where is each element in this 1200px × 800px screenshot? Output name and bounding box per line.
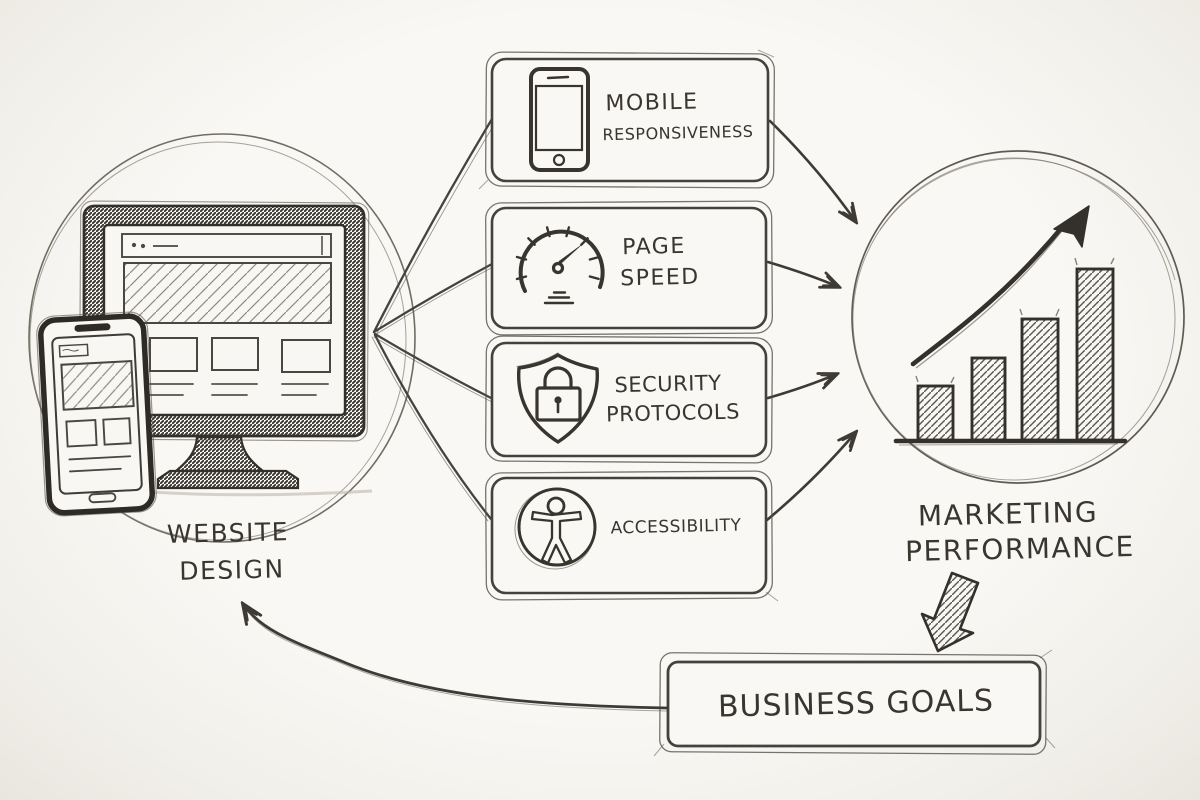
label-mobile-line2: RESPONSIVENESS bbox=[602, 121, 754, 145]
marketing-performance-circle bbox=[851, 150, 1185, 484]
factor-box-page-speed bbox=[485, 200, 773, 336]
label-security-line1: SECURITY bbox=[614, 370, 722, 398]
accessibility-person-icon bbox=[514, 487, 597, 570]
label-pagespeed-line1: PAGE bbox=[621, 233, 687, 261]
desktop-monitor-sketch bbox=[78, 200, 373, 497]
edge-goals-to-website bbox=[243, 604, 669, 712]
website-design-node bbox=[28, 133, 416, 543]
growth-arrow bbox=[910, 205, 1090, 369]
label-website-design-line1: WEBSITE bbox=[166, 517, 290, 549]
factor-box-accessibility bbox=[485, 470, 779, 602]
label-website-design-line2: DESIGN bbox=[178, 554, 286, 586]
shield-lock-icon bbox=[516, 352, 599, 444]
edges-website-to-factors bbox=[371, 117, 496, 522]
bars bbox=[916, 267, 1115, 442]
label-mobile-line1: MOBILE bbox=[605, 89, 699, 117]
smartphone-icon bbox=[529, 67, 590, 172]
factor-box-mobile-responsiveness bbox=[478, 49, 776, 190]
label-marketing-line2: PERFORMANCE bbox=[904, 529, 1136, 569]
label-accessibility: ACCESSIBILITY bbox=[610, 515, 742, 539]
label-marketing-line1: MARKETING bbox=[917, 495, 1099, 533]
growth-bar-chart bbox=[893, 205, 1128, 446]
smartphone-sketch bbox=[36, 311, 157, 517]
speedometer-icon bbox=[515, 226, 605, 305]
label-pagespeed-line2: SPEED bbox=[619, 264, 701, 292]
label-security-line2: PROTOCOLS bbox=[605, 399, 741, 427]
edges-factors-to-performance bbox=[765, 119, 856, 522]
edge-performance-to-goals bbox=[920, 571, 980, 653]
website-design-circle bbox=[28, 133, 416, 543]
marketing-performance-node bbox=[851, 150, 1185, 484]
label-business-goals: BUSINESS GOALS bbox=[717, 683, 995, 725]
business-goals-box bbox=[653, 649, 1056, 757]
factor-box-security-protocols bbox=[485, 335, 773, 464]
